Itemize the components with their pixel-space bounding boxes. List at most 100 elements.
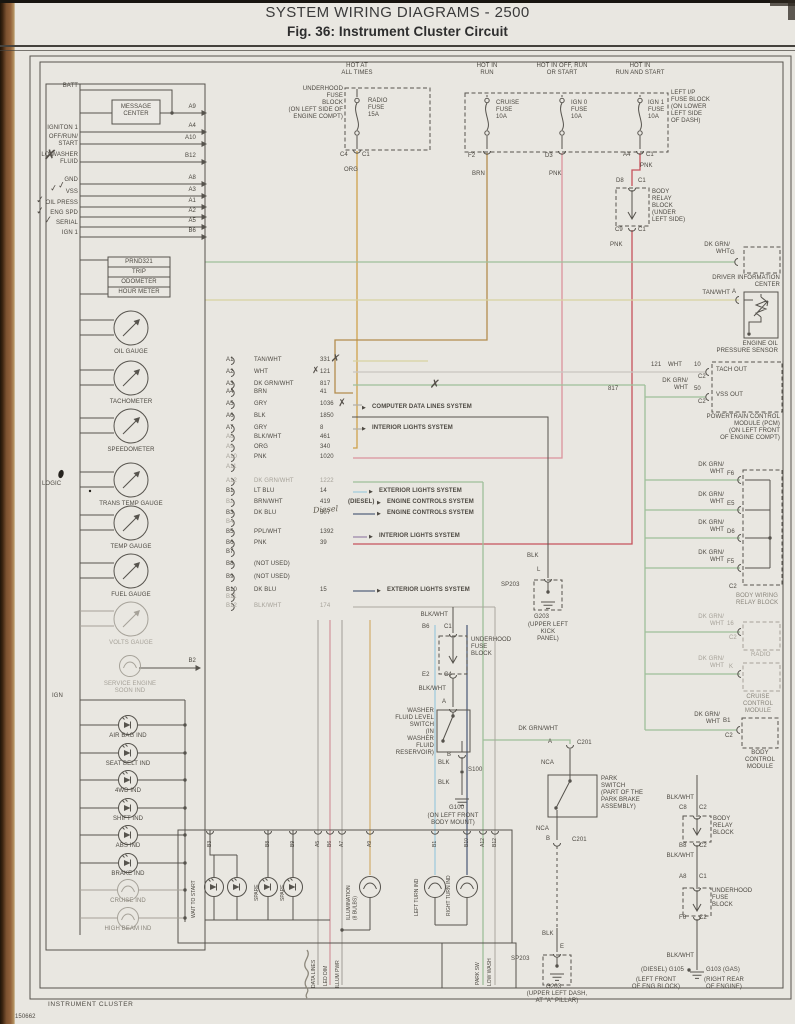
scan-smudge: [770, 0, 795, 6]
pin-a10: A10: [185, 135, 196, 141]
diagram-lines: [29, 55, 792, 1000]
row-color: BLK/WHT: [254, 603, 282, 609]
cruise-wire-label: DK GRN/ WHT: [698, 656, 724, 669]
dic-wire-label: DK GRN/ WHT: [704, 242, 730, 255]
pin-a3: A3: [188, 187, 196, 193]
row-pin: A7: [226, 425, 234, 431]
row-color: DK BLU: [254, 510, 277, 516]
bwrb-wire-1: DK GRN/ WHT: [698, 462, 724, 475]
row-pin: A9: [226, 444, 234, 450]
row-pin: B9: [226, 574, 234, 580]
body-wiring-relay-block-label: BODY WIRING RELAY BLOCK: [736, 593, 779, 606]
pcm-tach-pin: 10: [694, 362, 701, 368]
row-color: PNK: [254, 540, 267, 546]
pencil-cross-row-a3: ✗: [429, 376, 441, 392]
row-ckt: 1222: [320, 478, 334, 484]
input-label-vss: VSS: [65, 189, 78, 195]
pcm-vss-pin: 50: [694, 386, 701, 392]
row-pin: A12: [226, 478, 237, 484]
page-title: SYSTEM WIRING DIAGRAMS - 2500: [265, 4, 530, 21]
row-pin: B7: [226, 549, 234, 555]
body-relay-pin-c1-top: C1: [638, 178, 646, 184]
row-ckt: 174: [320, 603, 331, 609]
pcm-vss-ckt: 817: [608, 386, 619, 392]
row-pin: B5: [226, 529, 234, 535]
system-arrow-icon: ▶: [369, 534, 373, 540]
washer-conn-c1: C1: [444, 624, 452, 630]
gauge-label-volts: VOLTS GAUGE: [109, 640, 153, 646]
header-rule: [0, 45, 795, 47]
system-engine-controls-2: ENGINE CONTROLS SYSTEM: [387, 510, 474, 516]
chain-conn-c2b: C2: [699, 843, 707, 849]
dic-pin-g: G: [730, 250, 735, 256]
pin-a8: A8: [188, 175, 196, 181]
hot-at-all-times: HOT AT ALL TIMES: [341, 63, 373, 76]
body-relay-pin-d8: D8: [616, 178, 624, 184]
sp203a-g203: G203: [534, 614, 550, 620]
row-pin: B10: [226, 587, 237, 593]
cruise-fuse-label: CRUISE FUSE 10A: [496, 100, 520, 120]
hot-in-off-run-start: HOT IN OFF, RUN OR START: [536, 63, 588, 76]
bottom-pin-a7: A7: [339, 840, 345, 847]
body-relay-pin-c1-bot: C1: [638, 227, 646, 233]
input-label-off-run-start: OFF/RUN/ START: [48, 134, 78, 147]
park-conn-c201a: C201: [577, 740, 592, 746]
sp203a-wire-blk: BLK: [527, 553, 539, 559]
input-label-serial: SERIAL: [56, 220, 78, 226]
row-color: BLK/WHT: [254, 434, 282, 440]
faded-lines: [80, 610, 558, 928]
wire-pnk-ign1: PNK: [640, 163, 653, 169]
row-color: (NOT USED): [254, 561, 290, 567]
row-pin: B2: [226, 499, 234, 505]
chain-pin-f6: F6: [679, 915, 687, 921]
oil-sensor-pin-a: A: [732, 289, 737, 295]
ign1-fuse-label: IGN 1 FUSE 10A: [648, 100, 665, 120]
wire-brn: BRN: [472, 171, 485, 177]
system-interior-lights-2: INTERIOR LIGHTS SYSTEM: [379, 533, 460, 539]
row-pin: B11: [226, 594, 237, 600]
system-arrow-icon: ▶: [377, 588, 381, 594]
row-pin: A4: [226, 389, 234, 395]
washer-wire-blk-1: BLK: [438, 760, 450, 766]
row-ckt: 340: [320, 444, 331, 450]
body-relay-block-label: BODY RELAY BLOCK (UNDER LEFT SIDE): [652, 189, 686, 223]
cruise-pin-k: K: [729, 664, 734, 670]
bwrb-pin-e5: E5: [727, 501, 735, 507]
radio-fuse-pin-c4: C4: [340, 152, 348, 158]
cruise-control-module-label: CRUISE CONTROL MODULE: [742, 694, 774, 714]
ign-label: IGN: [52, 693, 63, 699]
row-pin: B4: [226, 519, 234, 525]
row-ckt: 1020: [320, 454, 334, 460]
park-wire-label: DK GRN/WHT: [518, 726, 558, 732]
chain-pin-b8: B8: [679, 843, 687, 849]
pencil-cross-lo-washer: ✗: [42, 145, 58, 165]
input-label-eng-spd: ENG SPD: [50, 210, 78, 216]
indicator-abs: ABS IND: [115, 843, 141, 849]
bcm-conn-c2: C2: [725, 733, 733, 739]
row-ckt: 8: [320, 425, 324, 431]
lamp-label-illumination: ILLUMINATION (8 BULBS): [346, 885, 359, 920]
ground-g100: G100: [449, 805, 465, 811]
lamp-label-spare-2: SPARE: [280, 884, 286, 901]
row-pin: A3: [226, 381, 234, 387]
washer-wire-mid: BLK/WHT: [418, 686, 446, 692]
pin-a4: A4: [188, 123, 196, 129]
row-ckt: 331: [320, 357, 331, 363]
pcm-name-label: POWERTRAIN CONTROL MODULE (PCM) (ON LEFT…: [706, 414, 780, 441]
gauge-label-oil: OIL GAUGE: [114, 349, 148, 355]
colored-wires: [205, 151, 740, 985]
sp203b-splice: SP203: [511, 956, 530, 962]
row-color: DK GRN/WHT: [254, 381, 294, 387]
bwrb-pin-f5: F5: [727, 559, 735, 565]
ign1-fuse-pin-c1: C1: [646, 152, 654, 158]
input-label-oil-press: OIL PRESS: [45, 200, 78, 206]
pin-a1: A1: [188, 198, 196, 204]
ground-g105-loc: (LEFT FRONT OF ENG BLOCK): [631, 977, 681, 990]
pcm-tach-ckt: 121: [651, 362, 662, 368]
display-trip: TRIP: [131, 269, 147, 275]
chain-conn-c2a: C2: [699, 805, 707, 811]
row-color: PPL/WHT: [254, 529, 282, 535]
chain-conn-c2c: C2: [699, 915, 707, 921]
radio-label: RADIO: [751, 652, 771, 658]
pcm-tach-out: TACH OUT: [716, 367, 748, 373]
